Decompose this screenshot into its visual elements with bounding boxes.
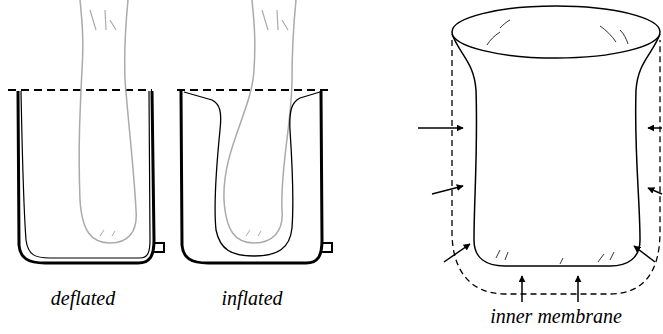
figure-caption: deflated	[51, 287, 115, 310]
deflated-cup	[8, 0, 164, 263]
figure-caption: inflated	[221, 287, 282, 310]
inner-membrane-figure	[418, 6, 662, 302]
figure-caption: inner membrane	[490, 305, 622, 328]
inflated-cup	[177, 0, 332, 263]
